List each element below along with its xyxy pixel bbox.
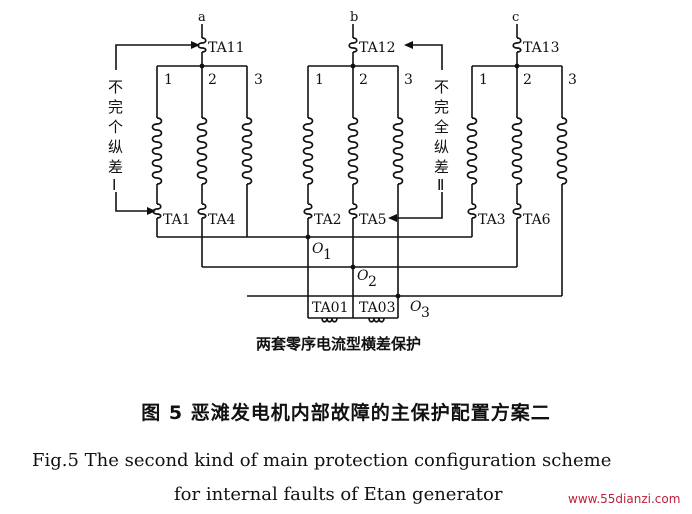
phase-a-winding-3 <box>241 117 253 185</box>
ta5-label: TA5 <box>359 212 387 228</box>
phase-b-winding-1 <box>302 117 314 185</box>
phase-c-winding-2 <box>511 117 523 185</box>
right-vlabel-char-1: 不 <box>434 78 449 96</box>
right-vlabel-char-3: 全 <box>434 118 449 136</box>
phase-a-group: a TA11 1 2 3 TA1 TA4 <box>151 10 263 267</box>
diff-protection-arrows <box>115 41 443 222</box>
ta12-ct-symbol <box>348 37 358 53</box>
right-vertical-label: 不 完 全 纵 差 Ⅱ <box>434 78 449 194</box>
phase-b-branch3-number: 3 <box>404 72 413 88</box>
ta2-ct-symbol <box>303 203 313 219</box>
right-diff-top-arrow-line <box>410 44 443 70</box>
right-diff-bottom-arrow-line <box>394 192 443 219</box>
right-vlabel-char-6: Ⅱ <box>437 176 444 194</box>
phase-b-branch1-number: 1 <box>315 72 324 88</box>
ta01-label: TA01 <box>312 300 349 316</box>
left-vertical-label: 不 完 个 纵 差 Ⅰ <box>108 78 123 194</box>
phase-b-branch2-number: 2 <box>359 72 368 88</box>
ta3-label: TA3 <box>478 212 506 228</box>
ta6-label: TA6 <box>523 212 551 228</box>
o3-subscript: 3 <box>421 305 430 321</box>
o2-subscript: 2 <box>368 274 377 290</box>
left-vlabel-char-6: Ⅰ <box>112 176 116 194</box>
ta5-ct-symbol <box>348 203 358 219</box>
o3-label: O <box>410 299 422 315</box>
phase-a-branch3-number: 3 <box>254 72 263 88</box>
left-vlabel-char-2: 完 <box>108 98 123 116</box>
left-diff-bottom-arrow-line <box>115 192 150 212</box>
figure-caption-english-line2: for internal faults of Etan generator <box>174 484 503 505</box>
ta11-label: TA11 <box>208 40 245 56</box>
o2-node <box>350 264 356 270</box>
right-diff-bottom-arrowhead <box>388 214 397 222</box>
phase-a-branch2-number: 2 <box>208 72 217 88</box>
ta3-ct-symbol <box>467 203 477 219</box>
ta1-label: TA1 <box>163 212 191 228</box>
ta2-label: TA2 <box>314 212 342 228</box>
right-diff-top-arrowhead <box>404 41 413 49</box>
left-diff-bottom-arrowhead <box>147 207 156 215</box>
left-vlabel-char-5: 差 <box>108 158 123 176</box>
o1-label: O <box>312 241 324 257</box>
o2-label: O <box>357 268 369 284</box>
o1-subscript: 1 <box>323 247 332 263</box>
phase-c-group: c TA13 1 2 3 TA3 TA6 <box>466 10 577 296</box>
ta03-label: TA03 <box>359 300 396 316</box>
ta4-label: TA4 <box>208 212 236 228</box>
left-vlabel-char-4: 纵 <box>108 138 123 156</box>
phase-c-label: c <box>512 10 519 25</box>
ta13-ct-symbol <box>512 37 522 53</box>
phase-a-winding-2 <box>196 117 208 185</box>
phase-b-group: b TA12 1 2 3 TA2 TA5 <box>302 10 413 296</box>
phase-b-label: b <box>350 10 358 25</box>
neutral-bus-group: O 1 O 2 O 3 TA01 TA03 <box>157 234 562 323</box>
phase-b-winding-3 <box>392 117 404 185</box>
figure-caption-english-line1: Fig.5 The second kind of main protection… <box>32 450 612 471</box>
phase-a-branch1-number: 1 <box>164 72 173 88</box>
left-diff-top-arrowhead <box>191 41 200 49</box>
ta12-label: TA12 <box>359 40 396 56</box>
ta6-ct-symbol <box>512 203 522 219</box>
right-vlabel-char-2: 完 <box>434 98 449 116</box>
ta4-ct-symbol <box>197 203 207 219</box>
phase-c-branch2-number: 2 <box>523 72 532 88</box>
phase-c-branch3-number: 3 <box>568 72 577 88</box>
watermark-text: www.55dianzi.com <box>568 492 681 506</box>
left-vlabel-char-1: 不 <box>108 78 123 96</box>
right-vlabel-char-4: 纵 <box>434 138 449 156</box>
phase-c-winding-1 <box>466 117 478 185</box>
figure-caption-chinese: 图 5 恶滩发电机内部故障的主保护配置方案二 <box>141 402 551 424</box>
phase-a-winding-1 <box>151 117 163 185</box>
diagram-subtitle: 两套零序电流型横差保护 <box>256 335 422 353</box>
phase-b-winding-2 <box>347 117 359 185</box>
left-vlabel-char-3: 个 <box>108 118 123 136</box>
phase-a-label: a <box>198 10 206 25</box>
right-vlabel-char-5: 差 <box>434 158 449 176</box>
ta13-label: TA13 <box>523 40 560 56</box>
left-diff-top-arrow-line <box>115 44 194 70</box>
phase-c-winding-3 <box>556 117 568 185</box>
phase-c-branch1-number: 1 <box>479 72 488 88</box>
